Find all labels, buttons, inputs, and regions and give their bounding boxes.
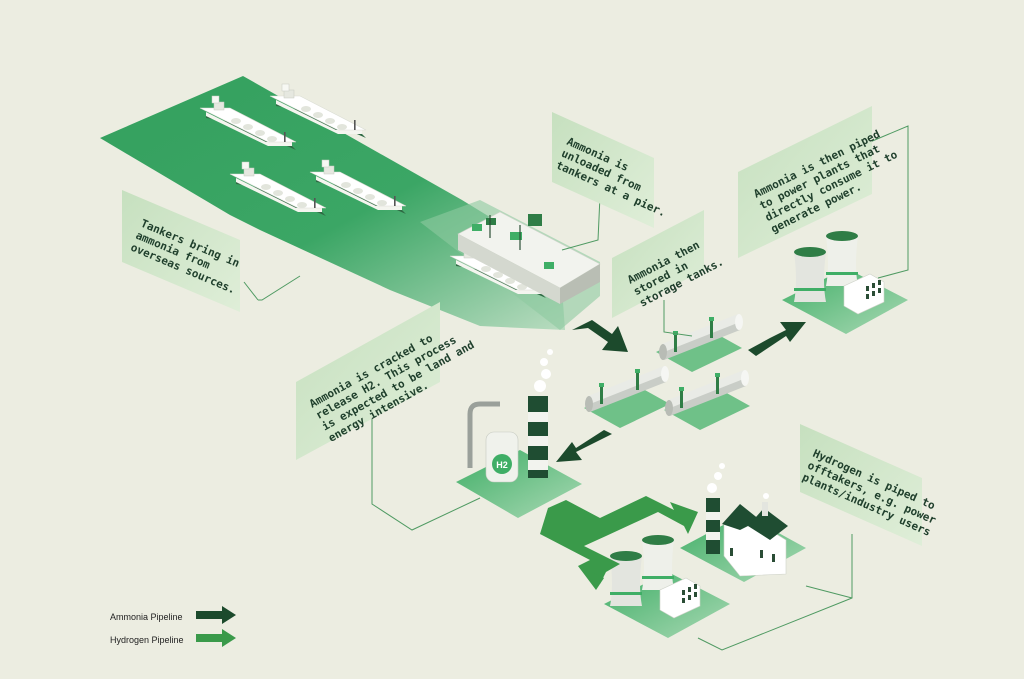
legend-hydrogen-arrow-icon xyxy=(196,629,236,647)
legend: Ammonia Pipeline Hydrogen Pipeline xyxy=(110,606,236,647)
ammonia-arrow xyxy=(748,322,806,356)
legend-hydrogen-label: Hydrogen Pipeline xyxy=(110,635,184,645)
callout-storage: Ammonia then stored in storage tanks. xyxy=(612,210,726,337)
ammonia-power-plant xyxy=(782,230,908,334)
industry-facility xyxy=(680,463,806,582)
storage-tanks xyxy=(584,314,750,430)
cracker-h2-label: H2 xyxy=(496,460,508,470)
ammonia-arrow xyxy=(572,320,628,352)
ammonia-arrow xyxy=(556,430,612,462)
hydrogen-power-plant xyxy=(604,534,730,638)
callout-unloaded: Ammonia is unloaded from tankers at a pi… xyxy=(552,112,668,251)
legend-ammonia-arrow-icon xyxy=(196,606,236,624)
legend-ammonia-label: Ammonia Pipeline xyxy=(110,612,183,622)
pier xyxy=(457,211,601,304)
callout-cracked: Ammonia is cracked to release H2. This p… xyxy=(296,302,481,531)
hydrogen-pipeline xyxy=(540,496,698,590)
cracker-facility: H2 xyxy=(456,349,582,518)
callout-tankers: Tankers bring in ammonia from overseas s… xyxy=(122,190,301,312)
